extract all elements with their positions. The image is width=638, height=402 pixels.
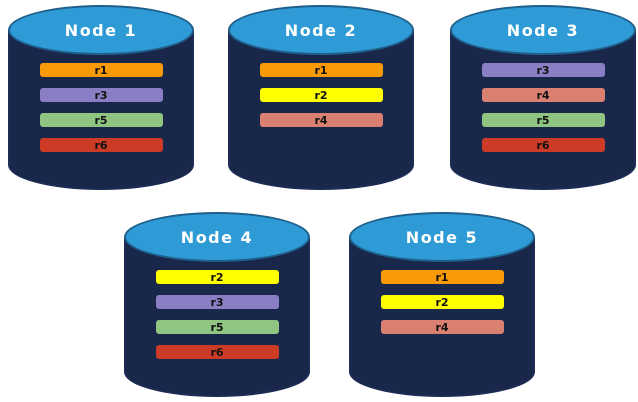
record-bar[interactable]: r4 [380,320,504,334]
record-list: r3 r4 r5 r6 [450,63,636,152]
record-bar[interactable]: r4 [259,113,383,127]
cylinder-top-lid: Node 4 [124,212,310,262]
record-bar[interactable]: r2 [155,270,279,284]
cylinder-top-lid: Node 3 [450,5,636,55]
cylinder-top-lid: Node 1 [8,5,194,55]
node-label: Node 3 [506,20,580,40]
node-label: Node 5 [405,227,479,247]
database-cylinder-2[interactable]: Node 2 r1 r2 r4 [228,5,414,190]
database-cylinder-5[interactable]: Node 5 r1 r2 r4 [349,212,535,397]
record-list: r2 r3 r5 r6 [124,270,310,359]
record-bar[interactable]: r1 [39,63,163,77]
database-cylinder-3[interactable]: Node 3 r3 r4 r5 r6 [450,5,636,190]
record-bar[interactable]: r6 [155,345,279,359]
record-bar[interactable]: r3 [481,63,605,77]
record-list: r1 r2 r4 [349,270,535,334]
record-bar[interactable]: r6 [481,138,605,152]
database-cylinder-1[interactable]: Node 1 r1 r3 r5 r6 [8,5,194,190]
record-bar[interactable]: r3 [39,88,163,102]
database-cylinder-4[interactable]: Node 4 r2 r3 r5 r6 [124,212,310,397]
node-label: Node 2 [284,20,358,40]
record-bar[interactable]: r2 [380,295,504,309]
node-label: Node 4 [180,227,254,247]
record-bar[interactable]: r6 [39,138,163,152]
record-bar[interactable]: r1 [259,63,383,77]
cylinder-top-lid: Node 2 [228,5,414,55]
record-bar[interactable]: r5 [39,113,163,127]
record-bar[interactable]: r2 [259,88,383,102]
cylinder-top-lid: Node 5 [349,212,535,262]
record-bar[interactable]: r4 [481,88,605,102]
node-label: Node 1 [64,20,138,40]
record-bar[interactable]: r5 [155,320,279,334]
record-list: r1 r2 r4 [228,63,414,127]
record-bar[interactable]: r3 [155,295,279,309]
record-bar[interactable]: r1 [380,270,504,284]
record-list: r1 r3 r5 r6 [8,63,194,152]
record-bar[interactable]: r5 [481,113,605,127]
